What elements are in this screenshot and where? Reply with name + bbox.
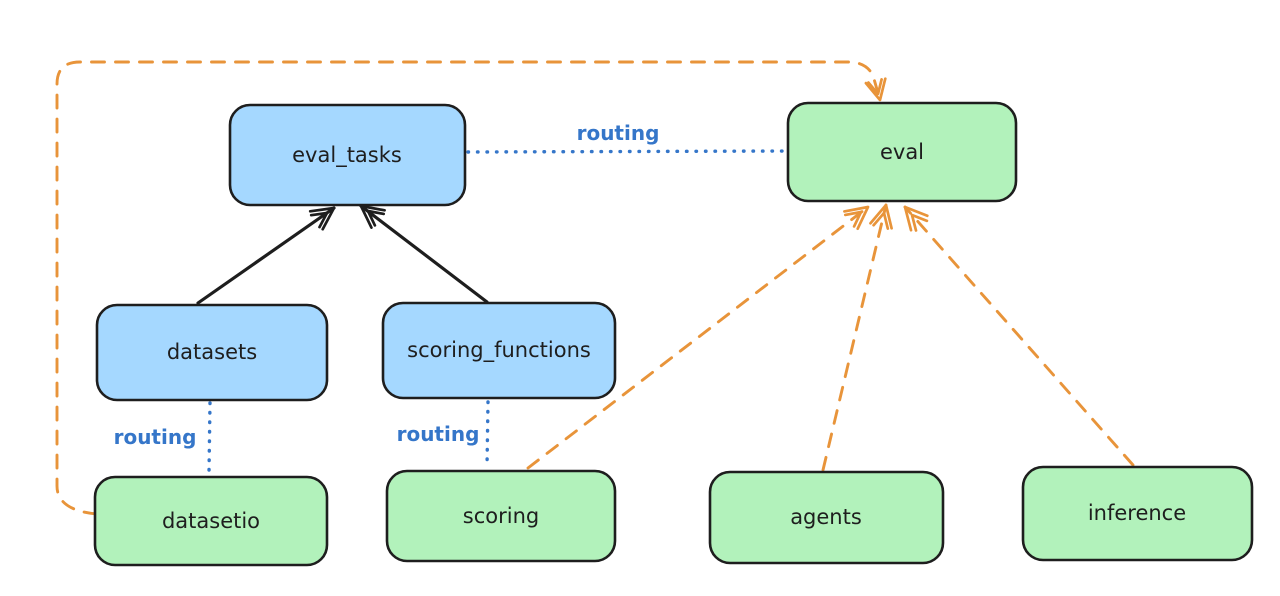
node-agents-label: agents — [790, 505, 862, 529]
edge-agents-to-eval — [821, 203, 893, 472]
node-inference-box — [1021, 465, 1254, 562]
node-eval-tasks-box — [228, 103, 467, 207]
edge-eval-tasks-to-eval — [466, 149, 788, 154]
node-scoring-label: scoring — [463, 504, 539, 528]
node-agents: agents — [708, 470, 945, 565]
node-agents-box — [708, 470, 945, 565]
node-scoring-box — [385, 469, 617, 563]
edge-scoring-to-eval — [526, 205, 870, 470]
node-datasets: datasets — [95, 303, 329, 402]
node-datasets-box — [95, 303, 329, 402]
node-datasetio-label: datasetio — [162, 509, 260, 533]
node-datasets-label: datasets — [167, 340, 257, 364]
node-scoring: scoring — [385, 469, 617, 563]
node-datasetio: datasetio — [93, 475, 329, 567]
edge-datasetio-to-eval — [55, 60, 887, 516]
node-scoring-functions: scoring_functions — [381, 301, 617, 400]
node-eval-box — [786, 101, 1018, 203]
node-scoring-functions-label: scoring_functions — [407, 338, 591, 363]
node-eval: eval — [786, 101, 1018, 203]
routing-label-scoring-functions-scoring: routing — [397, 422, 480, 446]
node-inference-label: inference — [1088, 501, 1186, 525]
node-eval-label: eval — [880, 140, 924, 164]
node-datasetio-box — [93, 475, 329, 567]
edge-scoring-functions-to-scoring — [485, 400, 490, 469]
routing-label-datasets-datasetio: routing — [114, 425, 197, 449]
node-scoring-functions-box — [381, 301, 617, 400]
node-inference: inference — [1021, 465, 1254, 562]
edge-datasets-to-eval-tasks — [196, 206, 336, 305]
edge-scoring-functions-to-eval-tasks — [359, 204, 489, 304]
edge-datasets-to-datasetio — [207, 401, 212, 474]
node-eval-tasks-label: eval_tasks — [292, 143, 402, 168]
node-eval-tasks: eval_tasks — [228, 103, 467, 207]
routing-label-eval-tasks-eval: routing — [577, 121, 660, 145]
edge-inference-to-eval — [903, 205, 1135, 467]
